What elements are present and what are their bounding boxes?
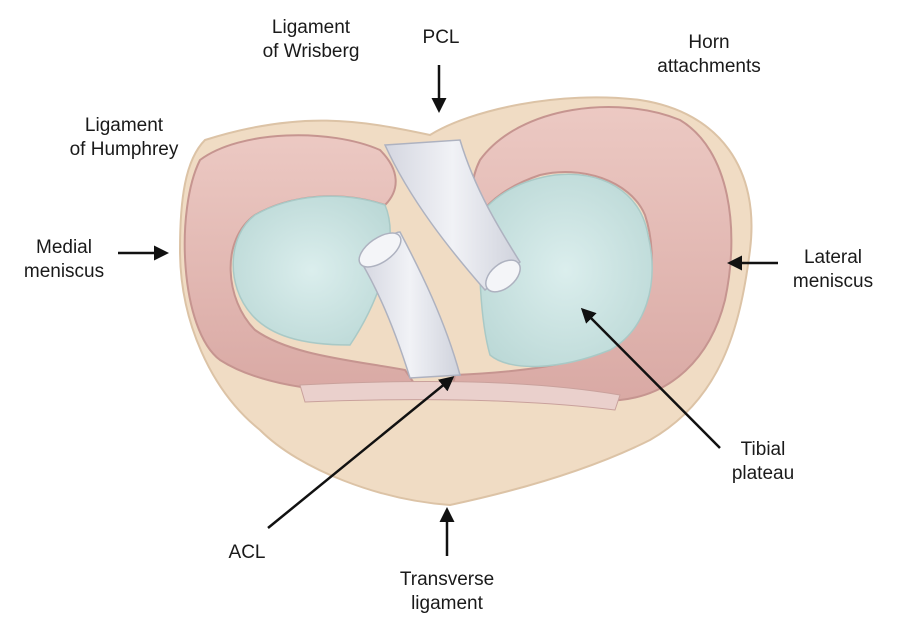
tibial-arrow [580,307,721,449]
pcl-ligament [383,139,521,293]
acl-arrow [267,376,455,529]
transverse-ligament [299,380,621,411]
label-acl: ACL [228,542,266,563]
label-pcl: PCL [422,27,460,48]
lateral-plateau [478,173,653,368]
medial-plateau [232,195,391,346]
medial-meniscus [183,134,422,394]
acl-ligament [358,231,461,379]
